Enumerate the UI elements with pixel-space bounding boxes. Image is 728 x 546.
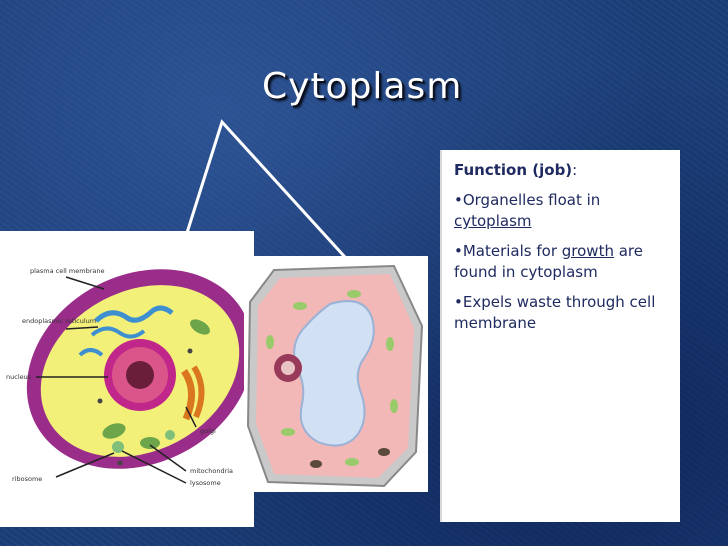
bullet-materials: •Materials for growth are found in cytop… xyxy=(454,241,674,283)
bullet-expels: •Expels waste through cell membrane xyxy=(454,292,674,334)
label-nucleus: nucleus xyxy=(6,373,32,381)
label-plasma-membrane: plasma cell membrane xyxy=(30,267,105,275)
bullet3-text: •Expels waste through cell membrane xyxy=(454,293,656,332)
animal-cell-diagram: plasma cell membrane endoplasmic reticul… xyxy=(0,231,254,527)
label-golgi: golgi xyxy=(200,427,216,435)
label-lysosome: lysosome xyxy=(190,479,221,487)
label-ribosome: ribosome xyxy=(12,475,42,483)
label-er: endoplasmic reticulum xyxy=(22,317,96,325)
info-heading-line: Function (job): xyxy=(454,160,674,181)
cytoplasm-underlined: cytoplasm xyxy=(454,212,532,230)
slide-title: Cytoplasm xyxy=(262,66,463,107)
bullet2-text: •Materials for xyxy=(454,242,562,260)
bullet1-text: •Organelles float in xyxy=(454,191,601,209)
info-heading: Function (job) xyxy=(454,161,573,179)
bullet2-suffix: are found in cytoplasm xyxy=(454,242,643,281)
growth-underlined: growth xyxy=(561,242,614,260)
bullet-organelles: •Organelles float in cytoplasm xyxy=(454,190,674,232)
plant-cell-diagram xyxy=(244,256,428,492)
info-heading-colon: : xyxy=(572,161,578,179)
function-info-box: Function (job): •Organelles float in cyt… xyxy=(440,150,680,522)
label-mitochondria: mitochondria xyxy=(190,467,233,475)
